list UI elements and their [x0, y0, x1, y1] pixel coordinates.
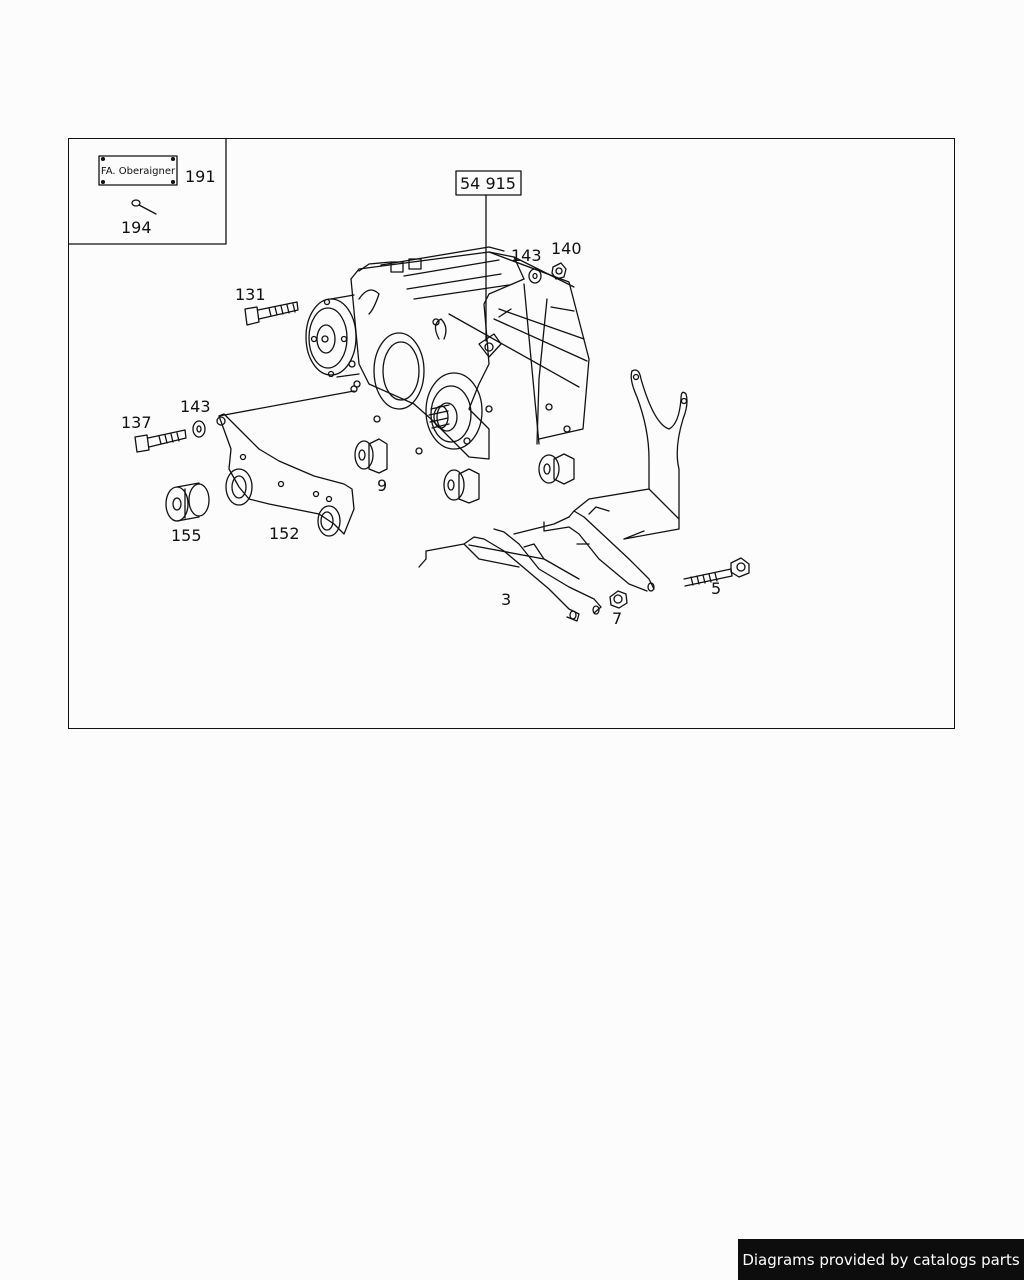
- label-143-left: 143: [180, 397, 211, 416]
- label-194: 194: [121, 218, 152, 237]
- crossmember-3: [418, 369, 688, 622]
- callout-code: 54 915: [460, 174, 516, 193]
- label-3: 3: [501, 590, 511, 609]
- label-191: 191: [185, 167, 216, 186]
- footer-banner: Diagrams provided by catalogs parts: [738, 1239, 1024, 1280]
- nut-140: [551, 262, 567, 280]
- bolt-137: [134, 429, 187, 453]
- name-plate-text: FA. Oberaigner: [101, 166, 176, 177]
- callout-box: 54 915: [455, 170, 522, 342]
- label-9: 9: [377, 476, 387, 495]
- footer-text: Diagrams provided by catalogs parts: [742, 1250, 1020, 1269]
- name-plate: [98, 155, 178, 186]
- label-7: 7: [612, 609, 622, 628]
- label-5: 5: [711, 579, 721, 598]
- rivet-icon: [131, 199, 157, 215]
- bolt-131: [244, 301, 299, 326]
- label-155: 155: [171, 526, 202, 545]
- washer-143-left: [192, 420, 206, 438]
- transfer-case: [305, 246, 590, 504]
- washer-143-top: [528, 268, 542, 284]
- bracket-152: [216, 385, 358, 537]
- bushing-155: [165, 482, 210, 522]
- label-152: 152: [269, 524, 300, 543]
- bolt-5: [683, 557, 750, 587]
- inset-box: FA. Oberaigner: [69, 139, 227, 245]
- label-140: 140: [551, 239, 582, 258]
- label-137: 137: [121, 413, 152, 432]
- parts-diagram: FA. Oberaigner 54 915: [68, 138, 955, 729]
- nut-7: [609, 590, 628, 609]
- label-143-top: 143: [511, 246, 542, 265]
- label-131: 131: [235, 285, 266, 304]
